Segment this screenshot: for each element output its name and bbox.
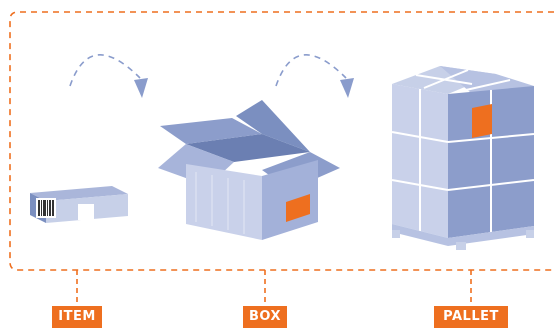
item-package-icon bbox=[30, 186, 128, 223]
label-box: BOX bbox=[243, 306, 287, 328]
label-pallet: PALLET bbox=[434, 306, 508, 328]
label-item: ITEM bbox=[52, 306, 102, 328]
pallet-stack-icon bbox=[391, 66, 535, 250]
open-box-icon bbox=[158, 100, 340, 240]
curved-arrow-icon bbox=[275, 54, 354, 98]
curved-arrow-icon bbox=[69, 54, 148, 98]
